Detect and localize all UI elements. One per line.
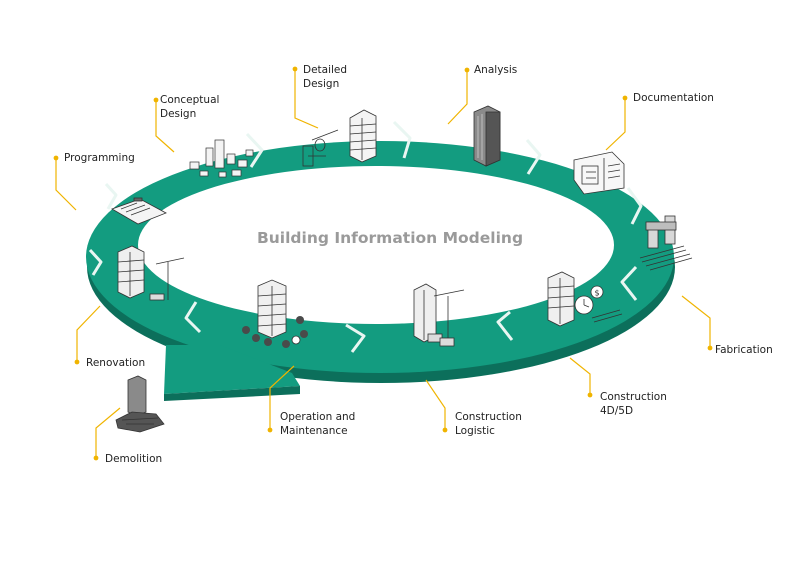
renovation-building-icon — [117, 245, 185, 301]
label-documentation: Documentation — [633, 92, 714, 104]
operated-building-icon — [242, 279, 308, 348]
analysis-building-icon — [473, 105, 501, 167]
diagram-title: Building Information Modeling — [256, 229, 524, 247]
label-detailed-design: Detailed Design — [303, 64, 348, 90]
label-construction-4d5d: Construction 4D/5D — [600, 391, 667, 417]
leader-lines — [55, 69, 711, 458]
svg-text:$: $ — [594, 289, 599, 298]
clipboard-icon — [111, 197, 167, 225]
clock-cost-building-icon: $ — [547, 271, 623, 327]
label-fabrication: Fabrication — [715, 344, 773, 356]
label-demolition: Demolition — [105, 453, 163, 465]
drawing-sheet-icon — [573, 151, 625, 195]
massing-model-icon — [189, 139, 254, 178]
leader-dots — [53, 66, 713, 461]
crane-site-icon — [413, 283, 465, 347]
label-conceptual-design: Conceptual Design — [160, 94, 220, 120]
detailed-building-icon — [302, 109, 377, 167]
label-programming: Programming — [64, 152, 135, 164]
ring-tail-arrow-edge — [164, 386, 300, 401]
label-analysis: Analysis — [474, 64, 518, 76]
demolished-building-icon — [115, 375, 165, 433]
label-construction-logistic: Construction Logistic — [455, 411, 522, 437]
ring-tail-arrow — [164, 345, 300, 394]
segment-seams — [88, 120, 643, 353]
fabrication-machine-icon — [639, 215, 693, 271]
label-operation-maintenance: Operation and Maintenance — [280, 411, 356, 437]
label-renovation: Renovation — [86, 357, 146, 369]
ring-hole — [138, 166, 614, 324]
